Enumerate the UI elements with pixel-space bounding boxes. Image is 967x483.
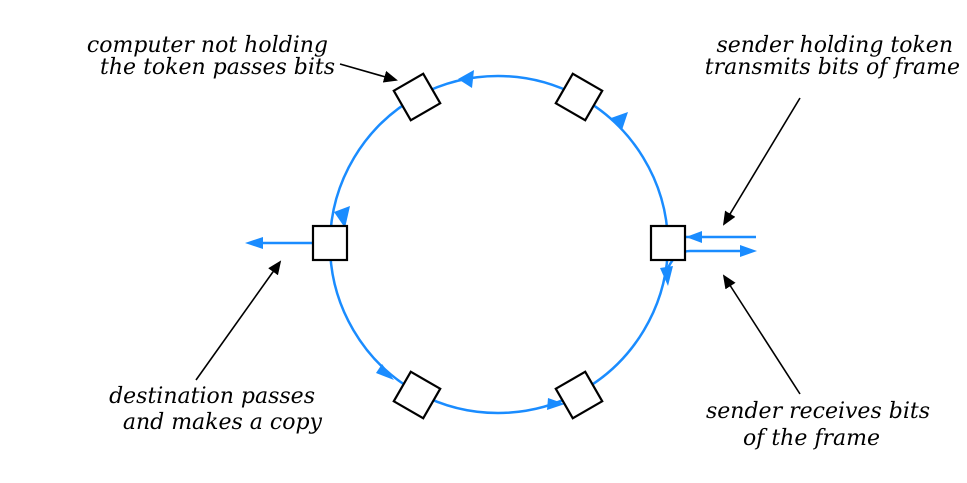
computer-node-left [311, 224, 349, 262]
label-bottom-left-line2: and makes a copy [123, 410, 323, 435]
label-bottom-left-line1: destination passes [109, 384, 315, 409]
destination-copy-path [245, 237, 312, 249]
annotation-pointers [195, 63, 801, 395]
ring-direction-arrows [334, 70, 673, 410]
ring-nodes [311, 72, 687, 420]
ring-arrow-icon [334, 206, 350, 228]
ring-arrow-icon [547, 398, 565, 410]
ring-arc-lower-left [328, 242, 419, 395]
computer-node-right [649, 224, 687, 262]
pointer-bottom-right [722, 274, 801, 395]
receive-out-arrow-icon [740, 245, 757, 257]
label-bottom-right-line1: sender receives bits [706, 399, 930, 424]
ring-arc-lower-right [577, 242, 670, 395]
pointer-top-right [722, 97, 801, 226]
label-bottom-right-line2: of the frame [743, 426, 880, 451]
ring-arc-top [417, 74, 579, 98]
transmit-in-path [674, 235, 756, 245]
pointer-top-left [339, 63, 398, 83]
ring-arrow-icon [458, 70, 474, 88]
annotation-labels: computer not holding the token passes bi… [87, 33, 960, 451]
ring [328, 74, 670, 415]
label-top-left-line1: computer not holding [87, 33, 328, 58]
ring-arrow-icon [611, 112, 628, 130]
computer-node-bottom-left [392, 370, 442, 420]
ring-arc-bottom [417, 391, 579, 415]
label-top-left-line2: the token passes bits [100, 55, 335, 80]
computer-node-top-left [392, 72, 442, 122]
label-top-right: sender holding token transmits bits of f… [705, 33, 960, 80]
pointer-bottom-left [195, 260, 282, 381]
computer-node-bottom-right [554, 370, 604, 420]
ring-arc-upper-right [577, 94, 670, 244]
computer-node-top-right [554, 72, 604, 122]
label-top-left: computer not holding the token passes bi… [87, 33, 335, 80]
transmit-in-arrow-icon [686, 231, 702, 243]
ring-arc-upper-left [328, 94, 419, 244]
label-bottom-right: sender receives bits of the frame [706, 399, 937, 451]
copy-out-arrow-icon [245, 237, 263, 249]
ring-arrow-icon [376, 364, 394, 380]
ring-arrow-icon [660, 266, 673, 286]
label-top-right-line2: transmits bits of frame [705, 55, 960, 80]
label-top-right-line1: sender holding token [716, 33, 953, 58]
label-bottom-left: destination passes and makes a copy [109, 384, 322, 435]
